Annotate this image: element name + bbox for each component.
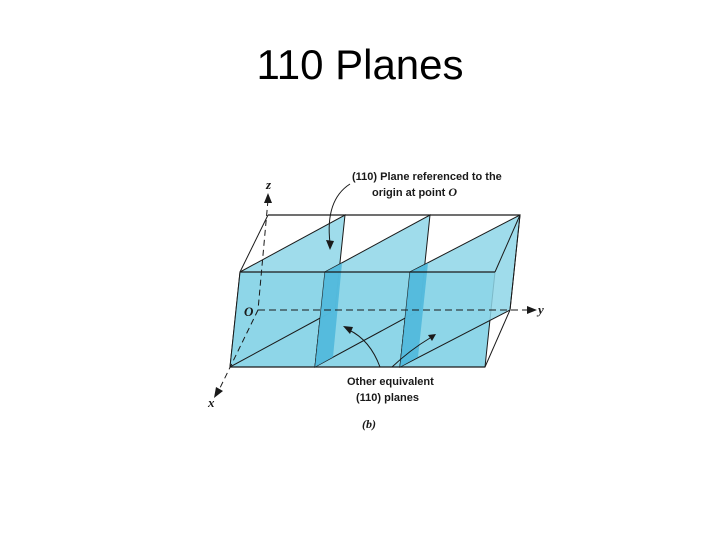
- x-axis-arrow: [214, 387, 223, 398]
- overlap-strip-1: [315, 263, 342, 367]
- x-axis-label: x: [207, 395, 215, 410]
- z-axis-dashed: [257, 199, 269, 311]
- y-axis-label: y: [536, 302, 544, 317]
- slide-title: 110 Planes: [256, 41, 464, 88]
- annotation-top-arrow: [328, 183, 351, 244]
- top-left-edge: [239, 214, 269, 273]
- x-axis-dashed: [217, 309, 259, 393]
- z-axis-label: z: [265, 177, 272, 192]
- annotation-bottom-line1: Other equivalent: [347, 376, 434, 388]
- annotation-bottom-arrowhead-right: [428, 334, 436, 341]
- figure-caption: (b): [362, 417, 376, 431]
- right-top-edge: [494, 214, 521, 273]
- origin-label: O: [244, 304, 254, 319]
- annotation-bottom-line2: (110) planes: [356, 392, 419, 404]
- annotation-top-arrowhead: [326, 240, 334, 250]
- annotation-top-line2: origin at point O: [372, 185, 457, 199]
- annotation-top-point: O: [448, 185, 457, 199]
- annotation-top-line2-text: origin at point: [372, 187, 448, 199]
- annotation-top-line1: (110) Plane referenced to the: [352, 171, 502, 183]
- right-back-vertical: [509, 214, 521, 311]
- right-bottom-edge: [484, 309, 511, 368]
- annotation-bottom-arrow-left: [348, 329, 381, 368]
- overlap-strip-2: [400, 263, 428, 367]
- z-axis-arrow: [264, 193, 272, 203]
- y-axis-arrow: [527, 306, 537, 314]
- annotation-bottom-arrow-right: [391, 337, 431, 368]
- annotation-bottom-arrowhead-left: [343, 326, 353, 334]
